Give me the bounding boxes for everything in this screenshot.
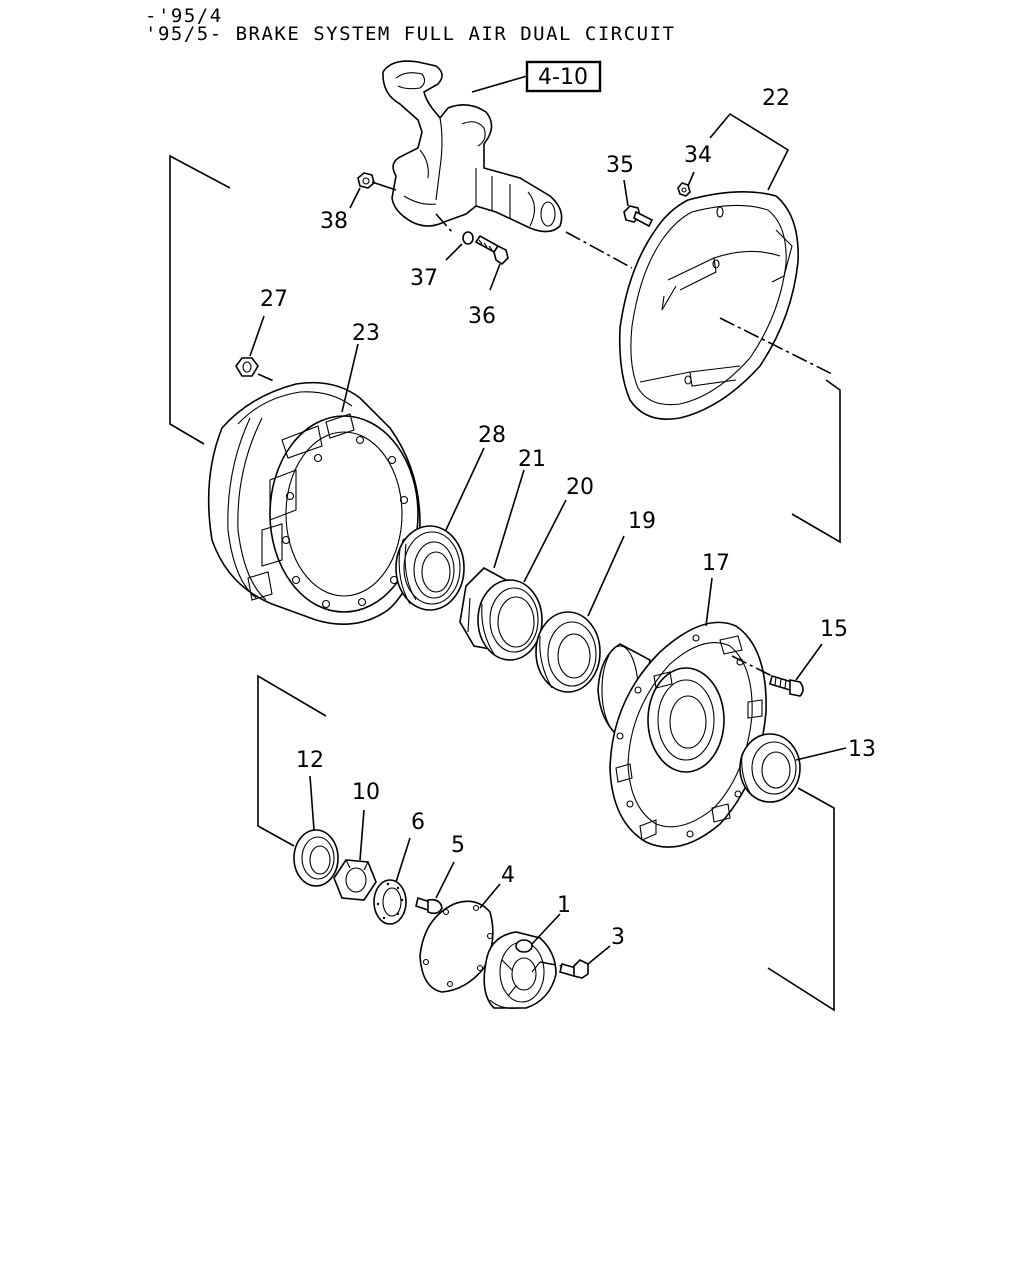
leader-line <box>531 913 561 945</box>
leader-line <box>371 181 397 191</box>
callout-34: 34 <box>684 143 712 168</box>
centerline <box>257 373 277 383</box>
nut-38[interactable] <box>357 172 375 189</box>
leader-line <box>623 179 629 207</box>
seal-28[interactable] <box>395 525 465 611</box>
callout-15: 15 <box>820 617 848 642</box>
leader-line <box>445 447 485 531</box>
bolt-36[interactable] <box>474 234 509 266</box>
hub-cap-1[interactable] <box>483 931 557 1009</box>
callout-20: 20 <box>566 475 594 500</box>
leader-line <box>435 861 455 899</box>
leader-line <box>705 577 713 627</box>
bracket-left-upper <box>169 154 231 445</box>
leader-line <box>523 499 567 583</box>
seal-12[interactable] <box>293 829 339 887</box>
bracket-left-lower <box>257 674 327 847</box>
callout-1: 1 <box>557 893 571 918</box>
callout-3: 3 <box>611 925 625 950</box>
callout-22: 22 <box>762 86 790 111</box>
callout-37: 37 <box>410 266 438 291</box>
bearing-13[interactable] <box>739 733 801 803</box>
callout-labels: 22 35 34 38 37 36 27 23 28 21 20 19 17 1… <box>260 86 876 950</box>
wheel-hub <box>597 621 767 848</box>
reference-label: 4-10 <box>538 65 588 90</box>
callout-5: 5 <box>451 833 465 858</box>
callout-38: 38 <box>320 209 348 234</box>
lock-washer-6[interactable] <box>373 879 407 925</box>
callout-4: 4 <box>501 863 515 888</box>
callout-10: 10 <box>352 780 380 805</box>
leader-line <box>489 263 501 291</box>
nut-27[interactable] <box>235 357 259 377</box>
leader-line <box>587 945 611 965</box>
callout-19: 19 <box>628 509 656 534</box>
leader-line <box>471 75 528 93</box>
callout-28: 28 <box>478 423 506 448</box>
screw-5[interactable] <box>415 896 443 915</box>
callout-6: 6 <box>411 810 425 835</box>
bolt-3[interactable] <box>539 959 589 979</box>
bolt-35[interactable] <box>623 205 654 228</box>
bracket-right-lower <box>767 787 835 1012</box>
leader-line <box>687 171 695 187</box>
centerline <box>719 317 833 375</box>
header-date-range: -'95/4 <box>145 5 223 27</box>
gasket-4[interactable] <box>419 900 494 993</box>
bracket-22 <box>709 112 790 191</box>
callout-17: 17 <box>702 551 730 576</box>
bearing-race-20[interactable] <box>477 579 543 661</box>
callout-21: 21 <box>518 447 546 472</box>
leader-line <box>587 535 625 617</box>
leader-line <box>395 837 411 883</box>
centerline <box>565 231 633 269</box>
leader-line <box>795 643 823 681</box>
callout-13: 13 <box>848 737 876 762</box>
centerline <box>731 655 773 677</box>
callout-27: 27 <box>260 287 288 312</box>
leader-line <box>795 747 847 761</box>
diagram-title: '95/5- BRAKE SYSTEM FULL AIR DUAL CIRCUI… <box>145 23 676 45</box>
leader-line <box>349 187 361 209</box>
steering-knuckle <box>382 60 563 233</box>
callout-12: 12 <box>296 748 324 773</box>
bearing-19[interactable] <box>535 611 601 693</box>
centerline <box>435 213 453 233</box>
callout-23: 23 <box>352 321 380 346</box>
nut-34[interactable] <box>677 182 691 197</box>
leader-line <box>249 315 265 357</box>
leader-line <box>359 809 365 861</box>
leader-line <box>493 469 525 569</box>
leader-line <box>341 343 359 413</box>
brake-backing-plate <box>618 191 799 420</box>
bracket-right-upper <box>791 379 841 544</box>
hub-nut-10[interactable] <box>333 859 377 901</box>
reference-box[interactable]: 4-10 <box>525 60 602 93</box>
leader-line <box>309 775 315 831</box>
bolt-15[interactable] <box>769 674 804 697</box>
callout-35: 35 <box>606 153 634 178</box>
callout-36: 36 <box>468 304 496 329</box>
leader-line <box>479 883 501 909</box>
centerline <box>539 961 563 967</box>
washer-37[interactable] <box>462 231 474 245</box>
leader-line <box>445 243 463 261</box>
brake-drum <box>207 381 421 626</box>
